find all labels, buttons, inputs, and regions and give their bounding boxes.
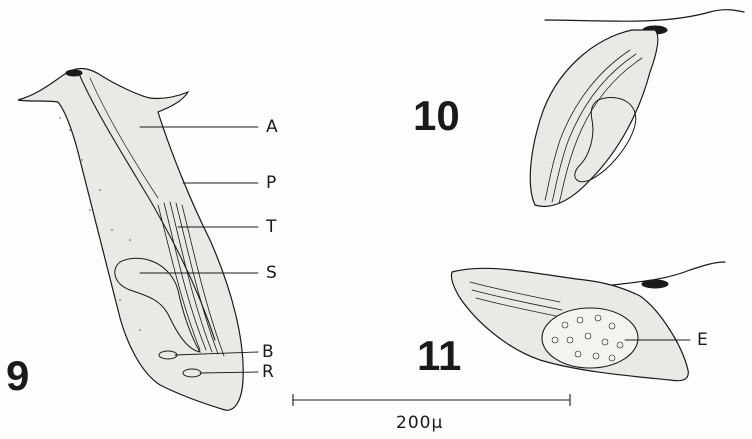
fig9-body-outline: [18, 69, 243, 411]
fig11-disc: [642, 280, 668, 288]
figure-9-drawing: [18, 69, 258, 411]
figure-10-drawing: [530, 10, 744, 207]
figure-number-11: 11: [417, 332, 461, 380]
label-e: E: [697, 330, 708, 350]
label-a: A: [266, 117, 278, 137]
figure-number-9: 9: [6, 352, 29, 400]
label-s: S: [266, 263, 277, 283]
label-b: B: [262, 342, 274, 362]
figure-11-drawing: [451, 262, 725, 381]
label-t: T: [266, 217, 276, 237]
fig10-stalk: [545, 10, 744, 22]
fig9-mouth: [66, 70, 82, 76]
label-p: P: [266, 173, 276, 193]
label-r: R: [262, 362, 274, 382]
scale-bar-label: 200µ: [396, 413, 443, 433]
figure-number-10: 10: [413, 92, 460, 140]
scale-bar: [293, 394, 570, 406]
